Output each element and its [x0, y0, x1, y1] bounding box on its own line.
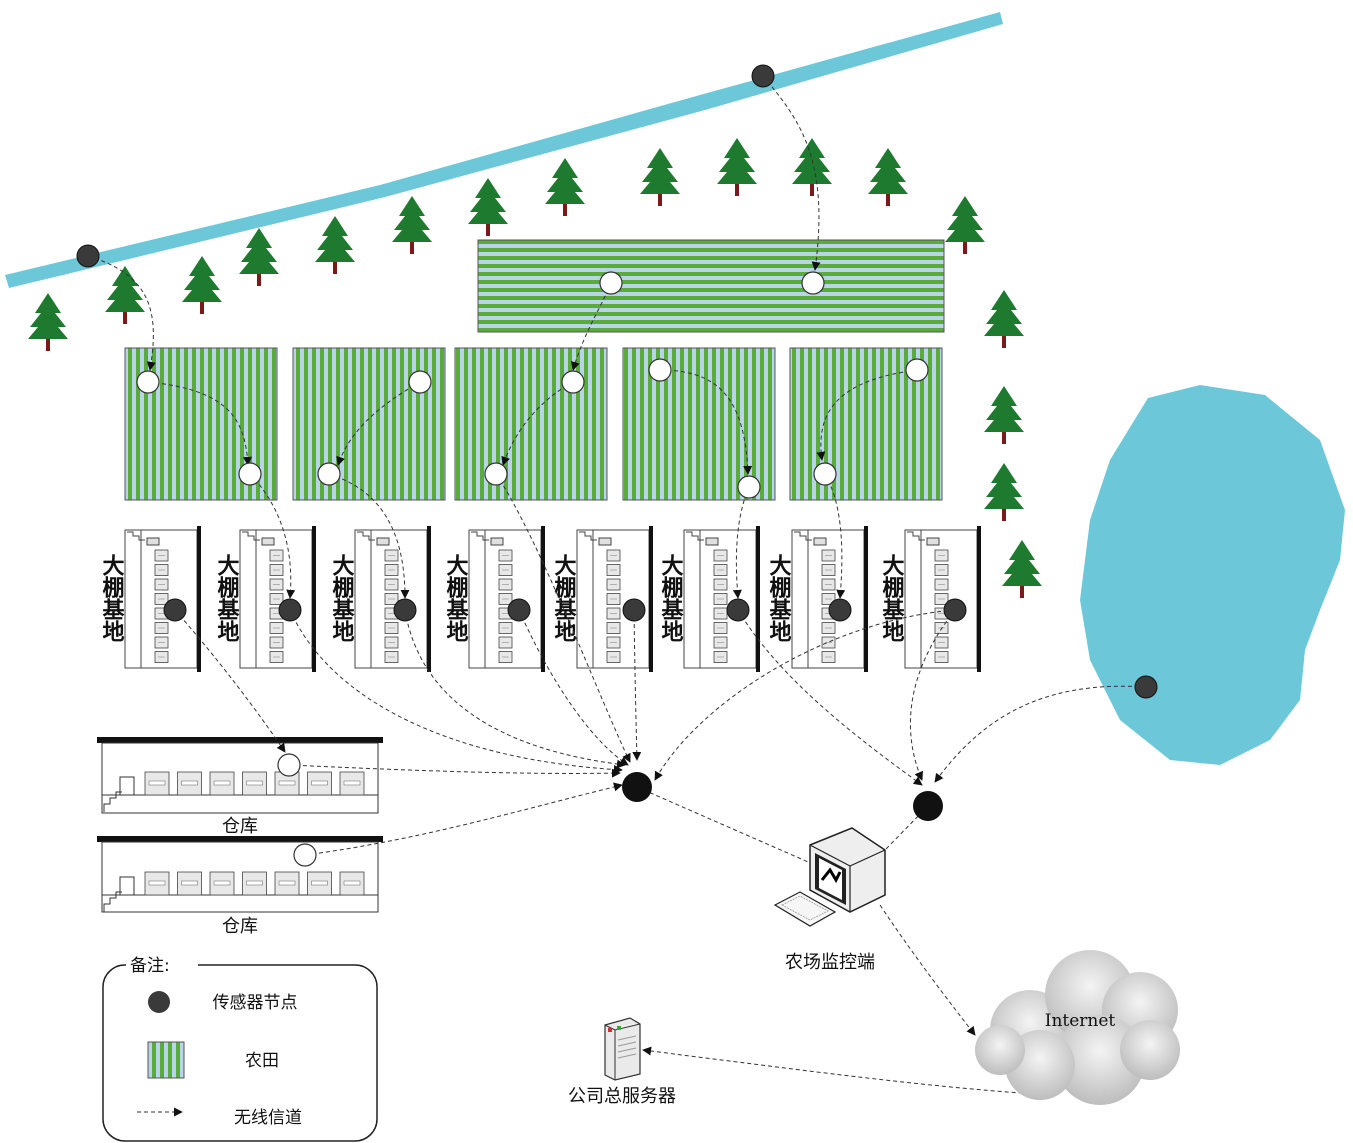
greenhouse-base: 大棚基地 [99, 526, 201, 672]
sensor-node-icon [507, 598, 531, 622]
legend: 备注: 传感器节点 农田 无线信道 [102, 955, 378, 1142]
greenhouse-label: 大棚基地 [658, 554, 684, 642]
company-server-label: 公司总服务器 [568, 1086, 676, 1107]
greenhouse-base: 大棚基地 [551, 526, 653, 672]
tree-icon [545, 158, 585, 216]
farmland-top [477, 239, 945, 333]
relay-node-icon [905, 358, 929, 382]
farm-monitor-label: 农场监控端 [785, 952, 875, 973]
tree-icon [868, 148, 908, 206]
tree-icon [792, 138, 832, 196]
sensor-node-icon [828, 598, 852, 622]
sensor-node-icon [393, 598, 417, 622]
legend-farmland-label: 农田 [245, 1051, 279, 1071]
sensor-node-icon [943, 598, 967, 622]
sensor-node-icon [1134, 675, 1158, 699]
sensor-node-icon [751, 64, 775, 88]
lake [1080, 385, 1345, 765]
greenhouse-base: 大棚基地 [329, 526, 431, 672]
relay-node-icon [561, 370, 585, 394]
greenhouse-label: 大棚基地 [551, 554, 577, 642]
relay-node-icon [484, 462, 508, 486]
greenhouse-base: 大棚基地 [443, 526, 545, 672]
relay-node-icon [293, 843, 317, 867]
tree-icon [392, 196, 432, 254]
warehouse-1: 仓库 [97, 737, 383, 837]
greenhouse-base: 大棚基地 [214, 526, 316, 672]
greenhouse-label: 大棚基地 [766, 554, 792, 642]
sensor-node-icon [278, 598, 302, 622]
relay-node-icon [737, 475, 761, 499]
internet-label: Internet [1045, 1011, 1116, 1031]
sink-node-icon [622, 772, 652, 802]
farm-monitor-computer-icon [773, 827, 886, 927]
tree-icon [182, 256, 222, 314]
company-server-icon [604, 1017, 641, 1081]
legend-title: 备注: [130, 956, 170, 976]
sensor-node-icon [76, 244, 100, 268]
relay-node-icon [317, 462, 341, 486]
warehouse-2: 仓库 [97, 836, 383, 937]
legend-wireless-label: 无线信道 [234, 1108, 302, 1128]
greenhouse-base: 大棚基地 [879, 526, 981, 672]
greenhouse-label: 大棚基地 [879, 554, 905, 642]
greenhouse-label: 大棚基地 [99, 554, 125, 642]
relay-node-icon [408, 370, 432, 394]
internet-cloud-icon [975, 950, 1180, 1105]
tree-icon [984, 463, 1024, 521]
sink-node-icon [913, 791, 943, 821]
relay-node-icon [648, 358, 672, 382]
trees [28, 138, 1042, 598]
relay-node-icon [136, 370, 160, 394]
relay-node-icon [238, 462, 262, 486]
legend-sensor-label: 传感器节点 [213, 993, 298, 1013]
tree-icon [945, 196, 985, 254]
greenhouse-label: 大棚基地 [214, 554, 240, 642]
greenhouse-base: 大棚基地 [766, 526, 868, 672]
tree-icon [1002, 540, 1042, 598]
tree-icon [640, 148, 680, 206]
tree-icon [984, 386, 1024, 444]
relay-node-icon [813, 462, 837, 486]
greenhouse-base: 大棚基地 [658, 526, 760, 672]
farmland-3 [454, 347, 608, 501]
legend-sensor-icon [148, 991, 170, 1013]
sensor-node-icon [163, 598, 187, 622]
warehouse-label: 仓库 [222, 916, 258, 937]
sensor-node-icon [726, 598, 750, 622]
tree-icon [105, 266, 145, 324]
relay-node-icon [277, 753, 301, 777]
tree-icon [239, 228, 279, 286]
sensor-node-icon [622, 598, 646, 622]
greenhouse-label: 大棚基地 [443, 554, 469, 642]
tree-icon [984, 290, 1024, 348]
tree-icon [717, 138, 757, 196]
relay-node-icon [599, 271, 623, 295]
greenhouse-label: 大棚基地 [329, 554, 355, 642]
relay-node-icon [801, 271, 825, 295]
warehouse-label: 仓库 [222, 816, 258, 837]
tree-icon [28, 293, 68, 351]
legend-farmland-icon [147, 1041, 185, 1079]
tree-icon [315, 216, 355, 274]
greenhouse-bases: 大棚基地 大棚基地 大棚基地 大棚基地 大棚基地 大棚基地 大棚基地 大棚基地 [99, 526, 981, 672]
wireless-links [87, 75, 1147, 1100]
tree-icon [468, 178, 508, 236]
sensor-nodes [76, 64, 1158, 867]
